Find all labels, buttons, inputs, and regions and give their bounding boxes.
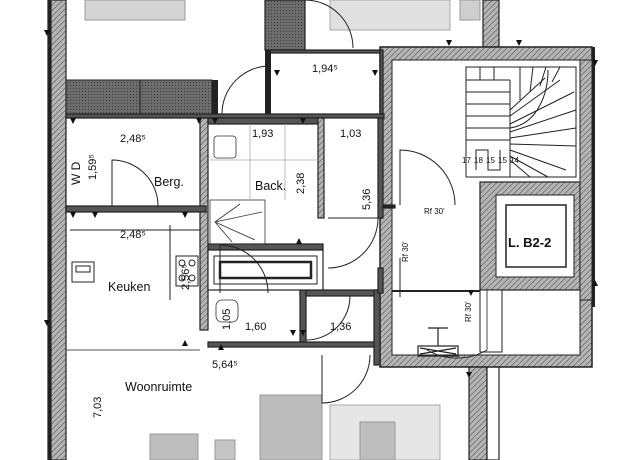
dim-toilet-width: 1,60 — [245, 321, 267, 333]
dim-top-hall: 1,94⁵ — [312, 63, 338, 75]
dim-hall-length: 5,36 — [361, 188, 373, 210]
bathroom-fixtures — [209, 124, 318, 323]
fire-rating-top: Rf 30' — [424, 207, 445, 216]
room-label-woonruimte: Woonruimte — [125, 380, 193, 394]
room-label-keuken: Keuken — [108, 280, 151, 294]
fire-hose-icon — [417, 327, 459, 357]
dim-living-depth: 7,03 — [92, 396, 104, 418]
dim-berg-width: 2,48⁵ — [120, 133, 146, 145]
dim-living-width: 5,64⁵ — [212, 359, 238, 371]
kitchen-counter — [66, 225, 200, 351]
dim-back-width: 1,93 — [252, 128, 274, 140]
staircase — [465, 66, 577, 178]
dim-wd-depth: 1,59⁵ — [87, 154, 99, 180]
room-label-berg: Berg. — [154, 175, 184, 189]
dim-kitchen-width: 2,48⁵ — [120, 229, 146, 241]
dim-closet-width: 1,36 — [330, 321, 352, 333]
stair-number: 15 — [486, 156, 495, 165]
stair-number: 15 — [498, 156, 507, 165]
dim-back-depth: 2,38 — [295, 172, 307, 194]
fire-rating-left: Rf 30' — [401, 241, 410, 262]
dim-toilet-depth: 1,05 — [221, 308, 233, 330]
stair-number: 17 — [462, 156, 471, 165]
core-shaft — [379, 46, 595, 368]
room-label-backroom: Back. — [255, 179, 287, 193]
stair-number: 18 — [474, 156, 483, 165]
dim-kitchen-depth: 2,56⁵ — [180, 264, 192, 290]
stair-number: 14 — [510, 156, 519, 165]
dim-hall-width: 1,03 — [340, 128, 362, 140]
interior-walls — [65, 49, 396, 366]
doors — [111, 0, 488, 404]
lift-label: L. B2-2 — [508, 235, 552, 250]
fire-rating-right: Rf 30' — [464, 301, 473, 322]
dimension-markers — [44, 30, 598, 378]
facade-panel — [65, 79, 213, 115]
wall-openings — [212, 50, 271, 114]
furniture — [84, 0, 481, 460]
room-label-wd: W D — [69, 161, 83, 185]
